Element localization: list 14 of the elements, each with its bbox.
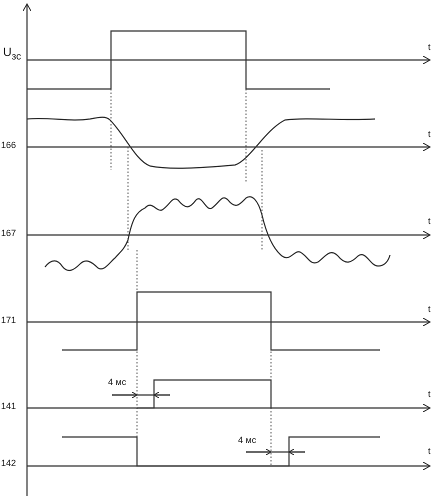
- axis-label: t: [428, 305, 431, 314]
- axis-label: t: [428, 390, 431, 399]
- signal-name: U$_{зс}$: [3, 46, 22, 62]
- signal-name: 142: [1, 459, 16, 468]
- signal-name: 166: [1, 141, 16, 150]
- axis-label: t: [428, 130, 431, 139]
- signal-name: 167: [1, 229, 16, 238]
- signal-name: 141: [1, 402, 16, 411]
- dimension-label: 4 мс: [238, 436, 256, 445]
- axis-label: t: [428, 43, 431, 52]
- axis-label: t: [428, 447, 431, 456]
- axis-label: t: [428, 217, 431, 226]
- dimension-label: 4 мс: [108, 378, 126, 387]
- signal-name: 171: [1, 316, 16, 325]
